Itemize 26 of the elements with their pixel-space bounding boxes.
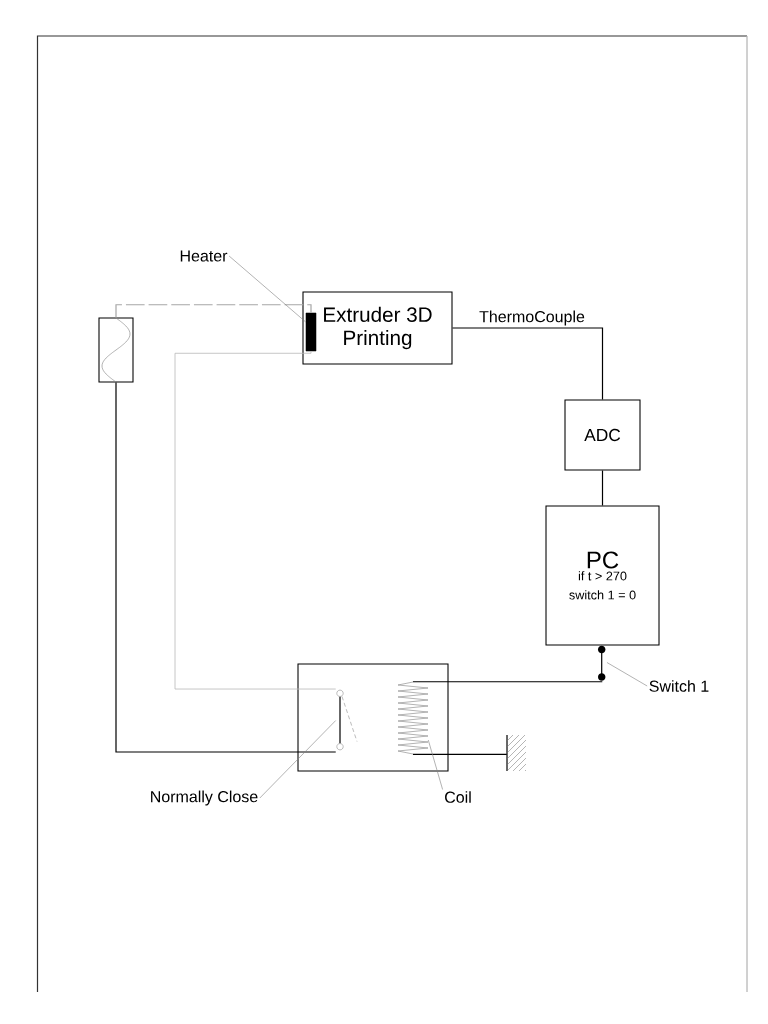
pc-box: PC if t > 270 switch 1 = 0 [545,505,660,646]
wire [412,753,508,755]
contact-switch-symbol [336,689,358,751]
wire [115,381,337,753]
ground-symbol [506,734,526,772]
wire [412,680,603,683]
callout-label: Normally Close [151,790,258,806]
wire [115,304,312,319]
callout-label: Switch 1 [649,680,709,692]
wire [174,350,337,690]
wire [601,469,604,507]
coil-symbol [397,681,429,755]
leader-line [606,662,648,687]
wire-label: ThermoCouple [477,309,587,327]
switch-symbol [597,645,606,681]
callout-label: Coil [445,791,471,803]
adc-box: ADC [564,399,641,471]
relay-box [297,663,449,772]
wire [451,327,604,401]
leader-line [427,739,443,790]
leader-line [228,255,307,323]
ac-source-symbol [98,317,134,383]
leader-line [259,720,337,799]
heater-bar [305,312,317,352]
callout-label: Heater [180,250,228,262]
extruder-box: Extruder 3D Printing [302,291,453,365]
